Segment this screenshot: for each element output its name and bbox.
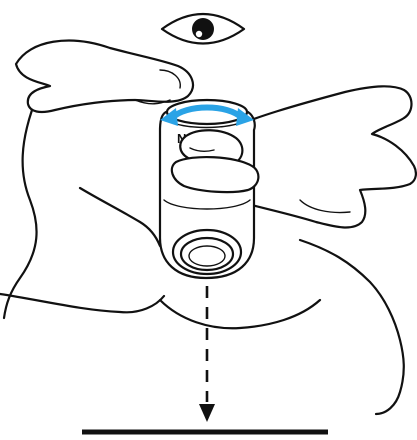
left-palm xyxy=(0,110,164,318)
eye-icon xyxy=(162,14,244,44)
objective-lens xyxy=(173,230,241,274)
upper-hand xyxy=(16,41,193,112)
down-arrow-icon xyxy=(199,286,215,422)
